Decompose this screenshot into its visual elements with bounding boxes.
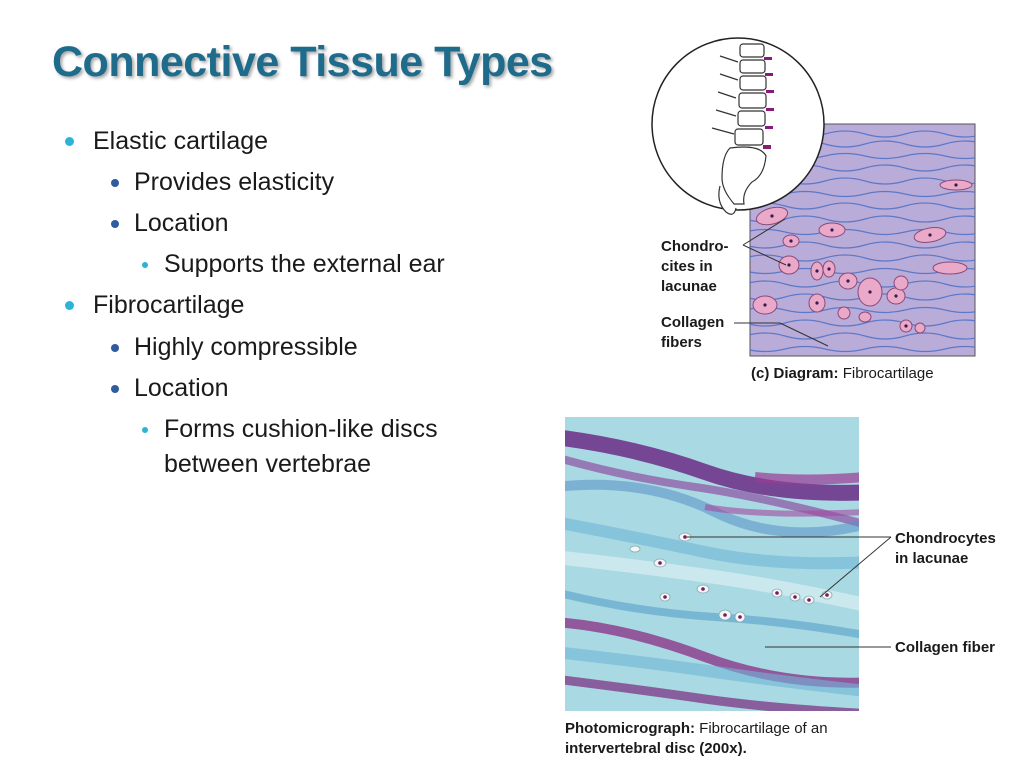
bullet-elastic-cartilage: Elastic cartilage (65, 126, 268, 156)
photo-collagen-streaks (565, 430, 859, 711)
bullet-fibrocartilage: Fibrocartilage (65, 290, 244, 320)
diagram-caption: (c) Diagram: Fibrocartilage (751, 365, 934, 382)
bullet-dot (142, 262, 148, 268)
diagram-label-chondrocytes: Chondro- cites in lacunae (661, 238, 729, 295)
diagram-chondrocyte-cells (752, 179, 973, 334)
diagram-label-collagen: Collagen fibers (661, 314, 725, 351)
fibrocartilage-photomicrograph (565, 417, 892, 711)
bullet-dot (111, 220, 119, 228)
spine-icon (711, 43, 767, 215)
bullet-location-2: Location (111, 373, 229, 403)
photo-label-chondrocytes: Chondrocytes in lacunae (895, 530, 996, 567)
bullet-cushion-discs-line2: between vertebrae (164, 450, 372, 478)
bullet-list: Elastic cartilage Provides elasticity Lo… (0, 0, 560, 500)
bullet-highly-compressible: Highly compressible (111, 332, 358, 362)
slide-title: Connective Tissue Types (52, 38, 553, 86)
photo-caption: Photomicrograph: Fibrocartilage of an in… (565, 720, 828, 757)
bullet-dot (142, 427, 148, 433)
bullet-dot (111, 385, 119, 393)
photo-label-collagen: Collagen fiber (895, 639, 996, 656)
bullet-location-1: Location (111, 208, 229, 238)
diagram-label-leader-lines (734, 218, 829, 347)
bullet-external-ear: Supports the external ear (142, 249, 445, 279)
bullet-dot (65, 301, 74, 310)
fibrocartilage-diagram (651, 37, 976, 357)
diagram-cell-nuclei (763, 183, 958, 328)
bullet-provides-elasticity: Provides elasticity (111, 167, 334, 197)
photo-nuclei (658, 535, 829, 619)
bullet-dot (111, 344, 119, 352)
bullet-cushion-discs: Forms cushion-like discs (142, 414, 438, 444)
photo-label-leader-lines (687, 536, 892, 648)
bullet-dot (111, 179, 119, 187)
bullet-dot (65, 137, 74, 146)
spine-discs (763, 57, 774, 149)
